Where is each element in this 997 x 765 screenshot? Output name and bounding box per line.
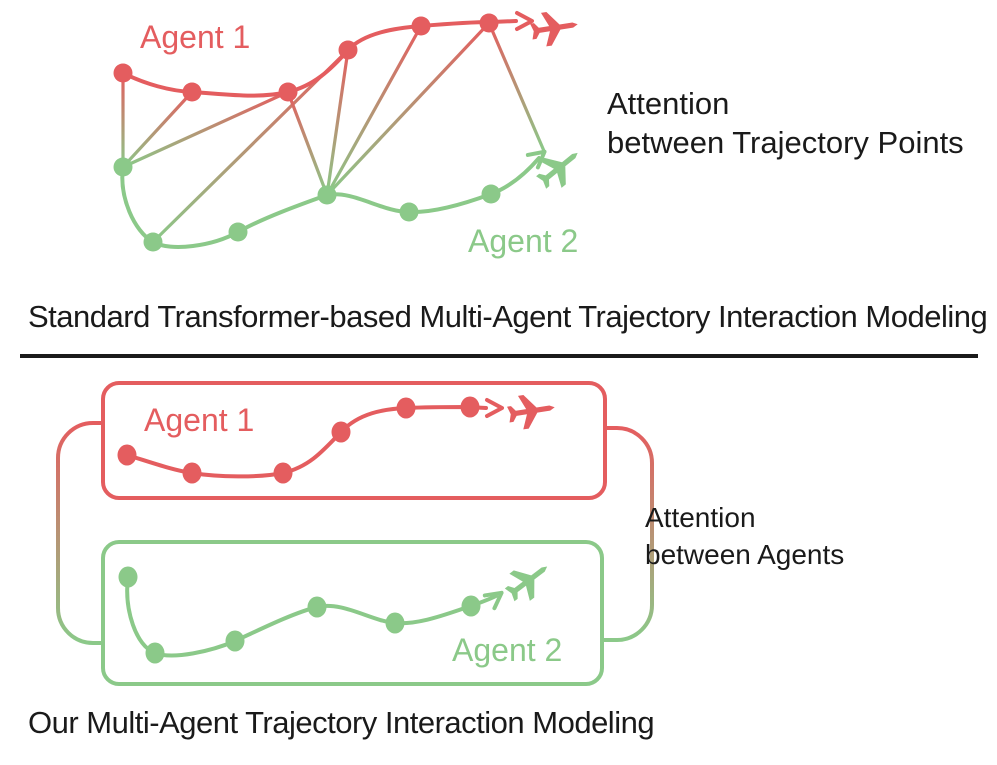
attention-edge <box>325 48 350 197</box>
agent2-box <box>101 540 604 686</box>
trajectory-point <box>461 595 481 617</box>
trajectory-point <box>317 185 337 205</box>
agent1-trajectory-points <box>113 13 499 102</box>
agent-attention-edge-right <box>600 426 654 642</box>
point-attention-edges <box>121 21 546 244</box>
trajectory-point <box>143 232 163 252</box>
trajectory-point <box>396 397 416 419</box>
airplane-icon <box>528 7 581 49</box>
trajectory-point <box>338 40 358 60</box>
trajectory-point <box>118 566 138 588</box>
trajectory-point <box>460 396 480 418</box>
trajectory-point <box>481 184 501 204</box>
trajectory-point <box>228 222 248 242</box>
arrowhead-icon <box>485 398 504 418</box>
trajectory-point <box>117 444 137 466</box>
agent2-label: Agent 2 <box>452 632 562 668</box>
agent2-label: Agent 2 <box>468 223 578 259</box>
trajectory-point <box>273 462 293 484</box>
annotation-line1: Attention <box>645 502 756 533</box>
agent1-trajectory-points <box>117 396 480 484</box>
agent2-trajectory-points <box>118 566 481 664</box>
attention-edge <box>286 90 329 197</box>
trajectory-point <box>479 13 499 33</box>
annotation-line2: between Trajectory Points <box>607 125 964 160</box>
trajectory-point <box>307 596 327 618</box>
bottom-caption: Our Multi-Agent Trajectory Interaction M… <box>28 705 654 740</box>
agent1-label: Agent 1 <box>140 19 250 55</box>
trajectory-point <box>399 202 419 222</box>
trajectory-point <box>225 630 245 652</box>
attention-edge <box>487 21 546 153</box>
agent1-box <box>101 381 607 500</box>
trajectory-point <box>113 63 133 83</box>
top-panel: Agent 1 Agent 2 Attention between Trajec… <box>28 7 988 334</box>
attention-edge <box>121 90 194 169</box>
arrowhead-icon <box>482 590 504 611</box>
trajectory-point <box>145 642 165 664</box>
attention-edge <box>325 24 423 197</box>
annotation-line2: between Agents <box>645 539 844 570</box>
agent1-label: Agent 1 <box>144 402 254 438</box>
arrowhead-icon <box>515 11 534 31</box>
trajectory-point <box>331 421 351 443</box>
agent-attention-edge-left <box>56 421 106 645</box>
trajectory-point <box>278 82 298 102</box>
trajectory-point <box>385 612 405 634</box>
attention-edge <box>325 21 491 197</box>
annotation-line1: Attention <box>607 86 729 121</box>
top-caption: Standard Transformer-based Multi-Agent T… <box>28 299 987 334</box>
trajectory-point <box>411 16 431 36</box>
bottom-panel: Agent 1 Agent 2 Attention between Agents… <box>28 381 844 740</box>
trajectory-point <box>113 157 133 177</box>
agent2-trajectory-points <box>113 157 501 252</box>
arrowhead-icon <box>525 149 547 170</box>
trajectory-point <box>182 462 202 484</box>
attention-edge <box>121 90 290 169</box>
trajectory-point <box>182 82 202 102</box>
